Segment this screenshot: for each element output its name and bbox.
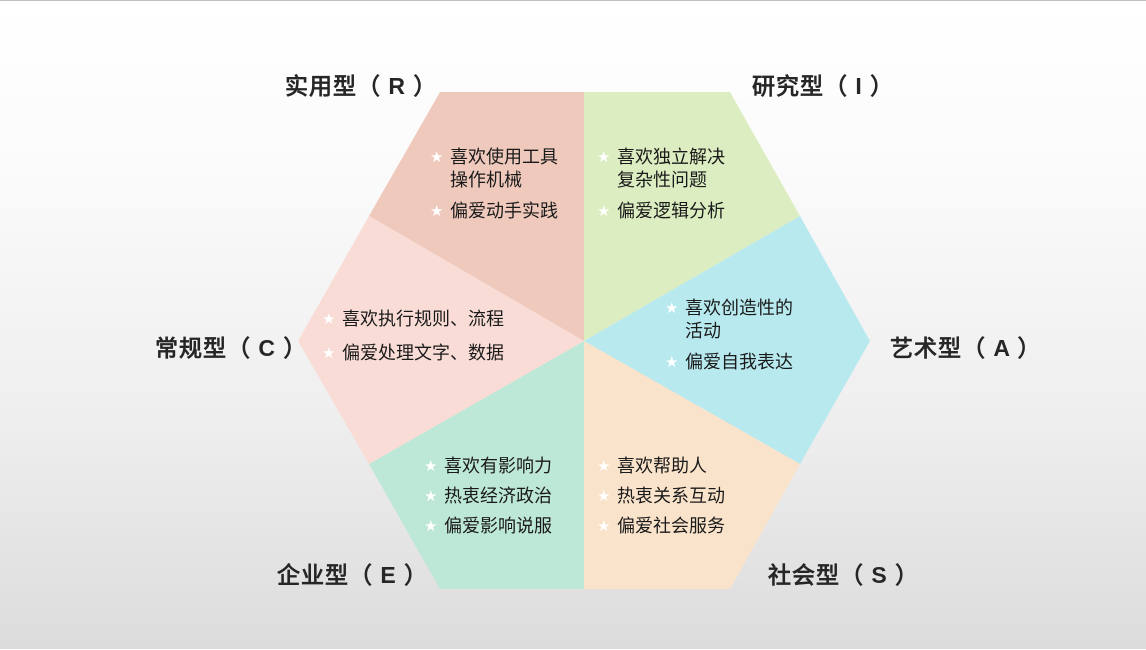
list-item: ★偏爱社会服务 [597, 516, 725, 536]
conventional-traits: ★喜欢执行规则、流程 ★偏爱处理文字、数据 [322, 308, 542, 373]
sector-c [298, 216, 584, 464]
list-item: ★热衷关系互动 [597, 486, 725, 506]
list-item: ★偏爱处理文字、数据 [322, 343, 504, 363]
star-icon: ★ [424, 458, 438, 475]
star-icon: ★ [424, 488, 438, 505]
title-investigative: 研究型（ I ） [752, 73, 895, 99]
investigative-traits: ★喜欢独立解决复杂性问题 ★偏爱逻辑分析 [597, 146, 742, 231]
star-icon: ★ [322, 311, 336, 328]
list-item: ★喜欢有影响力 [424, 456, 552, 476]
star-icon: ★ [597, 203, 611, 220]
sector-e [369, 341, 584, 589]
star-icon: ★ [430, 203, 444, 220]
star-icon: ★ [665, 354, 679, 371]
list-item: ★喜欢创造性的活动 [665, 298, 793, 341]
sector-r [369, 92, 584, 341]
list-item: ★偏爱自我表达 [665, 352, 793, 372]
enterprising-traits: ★喜欢有影响力 ★热衷经济政治 ★偏爱影响说服 [424, 455, 569, 545]
list-item: ★喜欢帮助人 [597, 456, 707, 476]
star-icon: ★ [597, 458, 611, 475]
list-item: ★热衷经济政治 [424, 486, 552, 506]
star-icon: ★ [597, 488, 611, 505]
star-icon: ★ [322, 345, 336, 362]
sector-i [584, 92, 800, 341]
list-item: ★偏爱动手实践 [430, 201, 558, 221]
social-traits: ★喜欢帮助人 ★热衷关系互动 ★偏爱社会服务 [597, 455, 742, 545]
realistic-traits: ★喜欢使用工具操作机械 ★偏爱动手实践 [430, 146, 575, 231]
title-enterprising: 企业型（ E ） [277, 562, 429, 588]
title-conventional: 常规型（ C ） [155, 335, 308, 361]
title-social: 社会型（ S ） [768, 562, 920, 588]
list-item: ★偏爱逻辑分析 [597, 201, 725, 221]
sector-s [584, 341, 800, 589]
star-icon: ★ [597, 149, 611, 166]
title-artistic: 艺术型（ A ） [890, 335, 1042, 361]
sector-a [584, 216, 870, 464]
star-icon: ★ [597, 518, 611, 535]
star-icon: ★ [424, 518, 438, 535]
list-item: ★喜欢独立解决复杂性问题 [597, 147, 725, 190]
star-icon: ★ [665, 300, 679, 317]
list-item: ★喜欢执行规则、流程 [322, 309, 504, 329]
title-realistic: 实用型（ R ） [285, 73, 438, 99]
list-item: ★喜欢使用工具操作机械 [430, 147, 558, 190]
artistic-traits: ★喜欢创造性的活动 ★偏爱自我表达 [665, 297, 810, 382]
star-icon: ★ [430, 149, 444, 166]
list-item: ★偏爱影响说服 [424, 516, 552, 536]
